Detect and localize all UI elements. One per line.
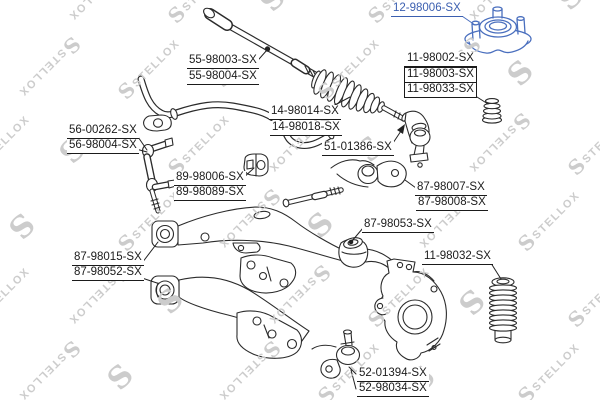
part-label-89-98089-sx: 89-98089-SX [174,186,246,201]
part-label-14-98018-sx: 14-98018-SX [270,121,342,136]
part-label-56-00262-sx: 56-00262-SX [67,124,139,139]
steering-knuckle-drawing [374,258,447,361]
control-arm-upper-drawing [151,206,395,294]
bump-stop-drawing [481,98,503,124]
part-label-52-98034-sx: 52-98034-SX [357,382,429,397]
mounting-bolt-drawing [282,186,344,208]
part-label-87-98008-sx: 87-98008-SX [416,196,488,211]
part-label-87-98053-sx: 87-98053-SX [362,218,434,233]
part-label-87-98007-sx: 87-98007-SX [415,181,487,196]
part-label-11-98033-sx: 11-98033-SX [405,83,476,97]
part-label-55-98004-sx: 55-98004-SX [187,70,259,85]
stabilizer-bar-drawing [137,75,335,150]
tie-rod-end-drawing [401,110,431,168]
part-label-87-98052-sx: 87-98052-SX [72,266,144,281]
steering-rack-boot-drawing [311,69,407,122]
part-label-14-98014-sx: 14-98014-SX [269,105,341,120]
part-label-87-98015-sx: 87-98015-SX [72,251,144,266]
part-label-12-98006-sx[interactable]: 12-98006-SX [391,2,463,17]
part-label-55-98003-sx: 55-98003-SX [187,54,259,69]
part-label-51-01386-sx: 51-01386-SX [322,141,394,156]
part-label-56-98004-sx: 56-98004-SX [67,139,139,154]
tie-rod-axial-drawing [203,7,325,82]
control-arm-bracket-drawing [330,159,407,188]
part-label-52-01394-sx: 52-01394-SX [357,367,429,382]
ball-joint-drawing [311,329,361,379]
part-label-89-98006-sx: 89-98006-SX [174,171,246,186]
part-label-11-98003-sx: 11-98003-SX [405,68,476,83]
stabilizer-bushing-drawing [243,153,269,177]
part-label-11-98032-sx: 11-98032-SX [422,250,493,265]
shock-dust-boot-drawing [488,277,518,344]
part-label-group-11: 11-98002-SX 11-98003-SX 11-98033-SX [404,52,477,98]
control-arm-lower-drawing [150,275,310,359]
strut-mount-drawing [464,6,532,54]
part-label-11-98002-sx: 11-98002-SX [404,52,477,67]
